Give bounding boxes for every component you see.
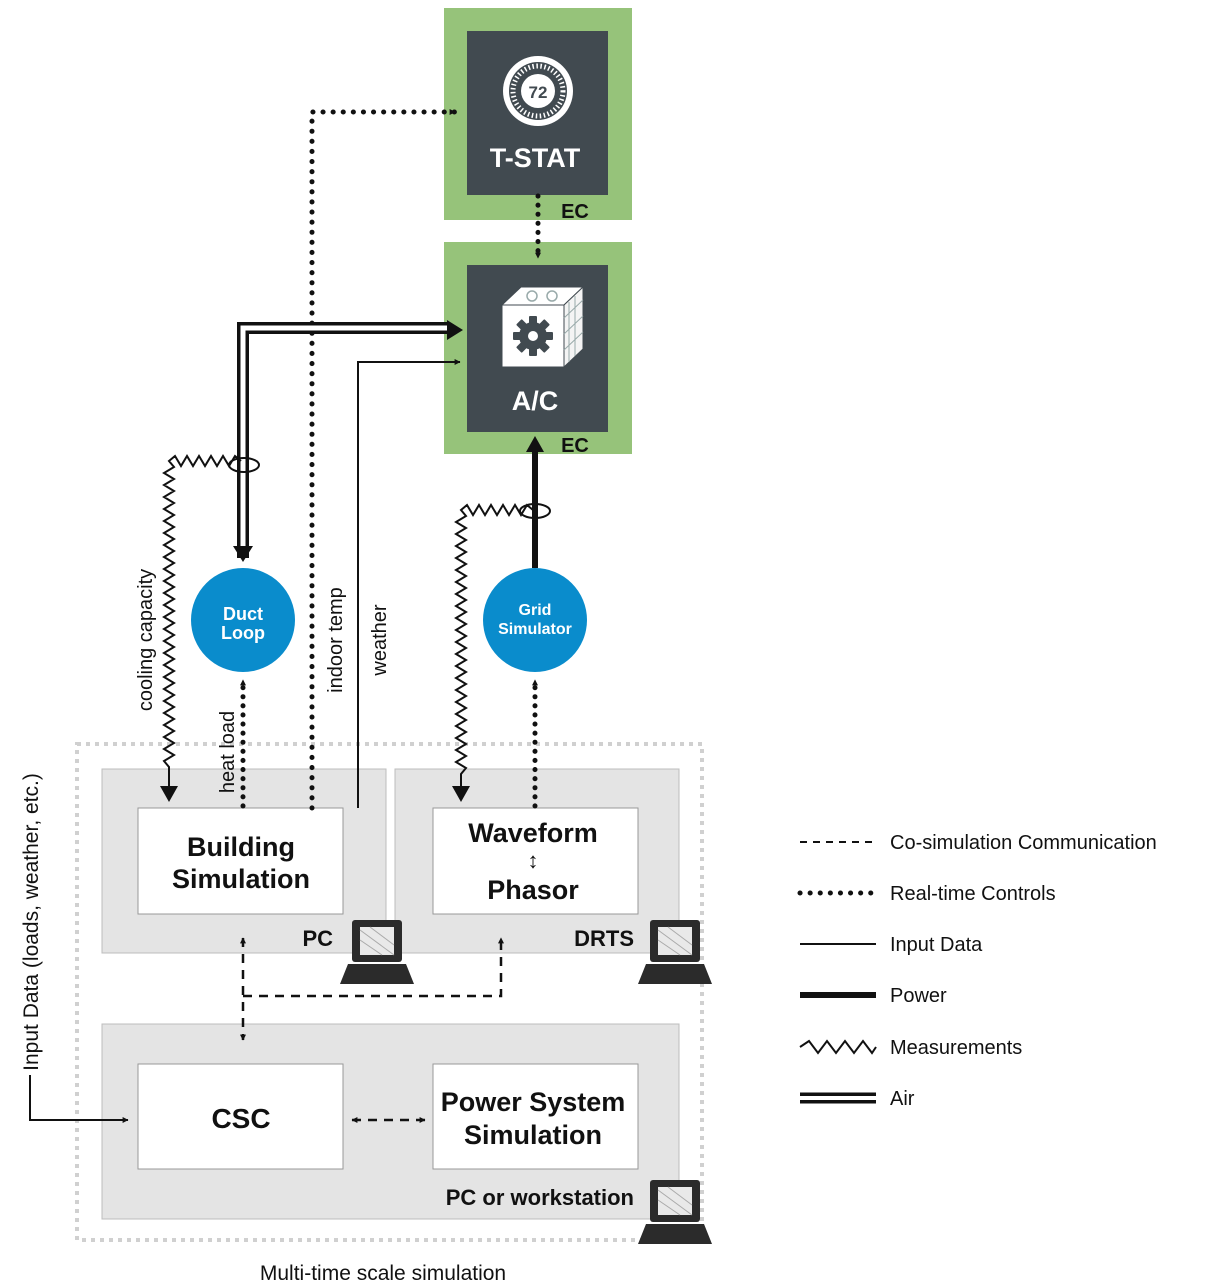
- tstat-label: T-STAT: [490, 143, 581, 173]
- legend-measurements-swatch: [799, 1039, 877, 1055]
- legend-power-label: Power: [890, 985, 947, 1007]
- indoor-temp-label: indoor temp: [325, 587, 347, 693]
- laptop-icon: [340, 920, 414, 984]
- input-data-lines: [29, 359, 461, 1123]
- power-system-simulation-block: [432, 1063, 639, 1170]
- waveform-label: Waveform: [468, 818, 598, 848]
- ac-label: A/C: [512, 386, 559, 416]
- legend-cosim-label: Co-simulation Communication: [890, 832, 1157, 854]
- realtime-control-lines: [240, 109, 541, 811]
- legend-input-label: Input Data: [890, 934, 983, 956]
- legend: Co-simulation Communication Real-time Co…: [797, 832, 1157, 1110]
- cosim-lines: [240, 937, 504, 1123]
- pc-label: PC: [302, 926, 333, 951]
- weather-label: weather: [369, 604, 391, 676]
- air-line: [233, 320, 463, 562]
- measurement-sensor-ring: [519, 503, 551, 519]
- cooling-capacity-label: cooling capacity: [135, 569, 157, 711]
- grid-simulator-line2: Simulator: [498, 621, 572, 638]
- power-system-line2: Simulation: [464, 1120, 602, 1150]
- legend-measurements-label: Measurements: [890, 1037, 1022, 1059]
- frame-caption: Multi-time scale simulation: [260, 1262, 506, 1285]
- power-line: [526, 436, 544, 568]
- building-simulation-line1: Building: [187, 832, 295, 862]
- thermostat-display: 72: [529, 83, 548, 102]
- tstat-ec-tag: EC: [561, 201, 589, 223]
- grid-simulator-node: [483, 568, 587, 672]
- legend-air-label: Air: [890, 1088, 915, 1110]
- workstation-label: PC or workstation: [446, 1185, 634, 1210]
- laptop-icon: [638, 920, 712, 984]
- duct-loop-line2: Loop: [221, 623, 265, 643]
- legend-realtime-label: Real-time Controls: [890, 883, 1056, 905]
- duct-loop-node: [191, 568, 295, 672]
- ac-unit-icon: [500, 285, 585, 369]
- input-data-label: Input Data (loads, weather, etc.): [20, 773, 43, 1071]
- waveform-phasor-arrow: ↕: [528, 848, 539, 873]
- multi-time-scale-frame: [75, 742, 704, 1242]
- grid-simulator-line1: Grid: [519, 602, 552, 619]
- heat-load-label: heat load: [217, 711, 239, 793]
- csc-block: [137, 1063, 344, 1170]
- laptop-icon: [638, 1180, 712, 1244]
- measurement-lines: [162, 454, 534, 795]
- ac-ec-tag: EC: [561, 435, 589, 457]
- phasor-label: Phasor: [487, 875, 579, 905]
- building-simulation-block: [137, 807, 344, 915]
- building-simulation-line2: Simulation: [172, 864, 310, 894]
- drts-label: DRTS: [574, 926, 634, 951]
- thermostat-icon: 72: [503, 56, 573, 126]
- duct-loop-line1: Duct: [223, 604, 263, 624]
- csc-label: CSC: [211, 1103, 270, 1134]
- measurement-sensor-ring: [228, 457, 260, 473]
- power-system-line1: Power System: [441, 1087, 626, 1117]
